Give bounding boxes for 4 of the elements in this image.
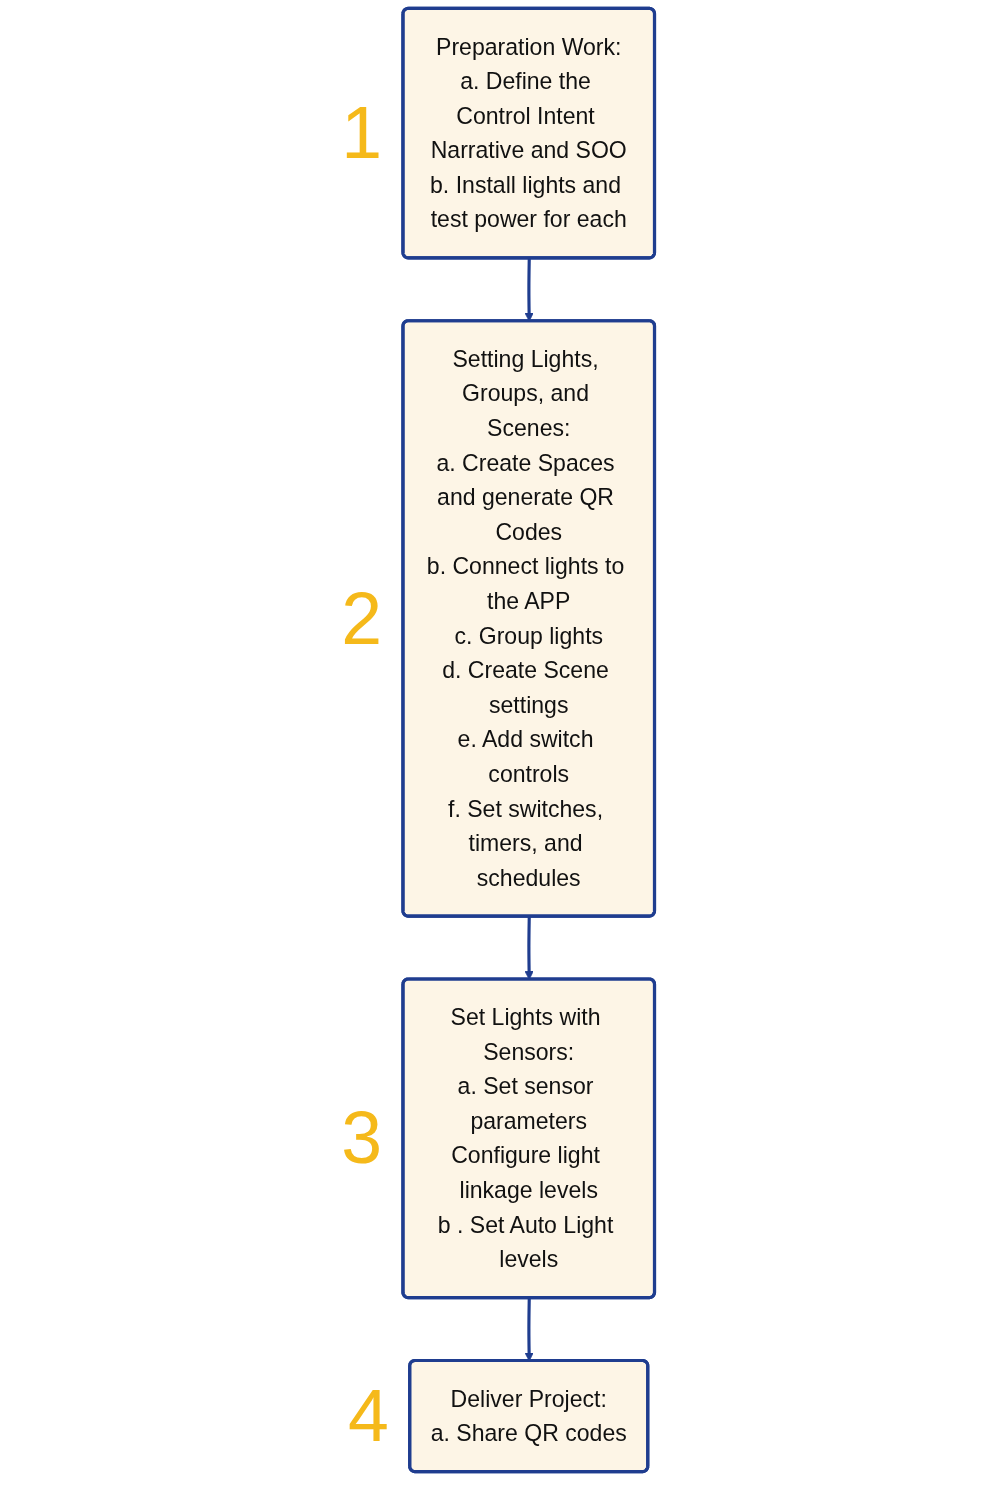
- node-label: 1: [341, 92, 382, 175]
- node-label: 3: [341, 1097, 382, 1180]
- node-label: 4: [347, 1375, 389, 1458]
- node-label: 2: [341, 577, 382, 660]
